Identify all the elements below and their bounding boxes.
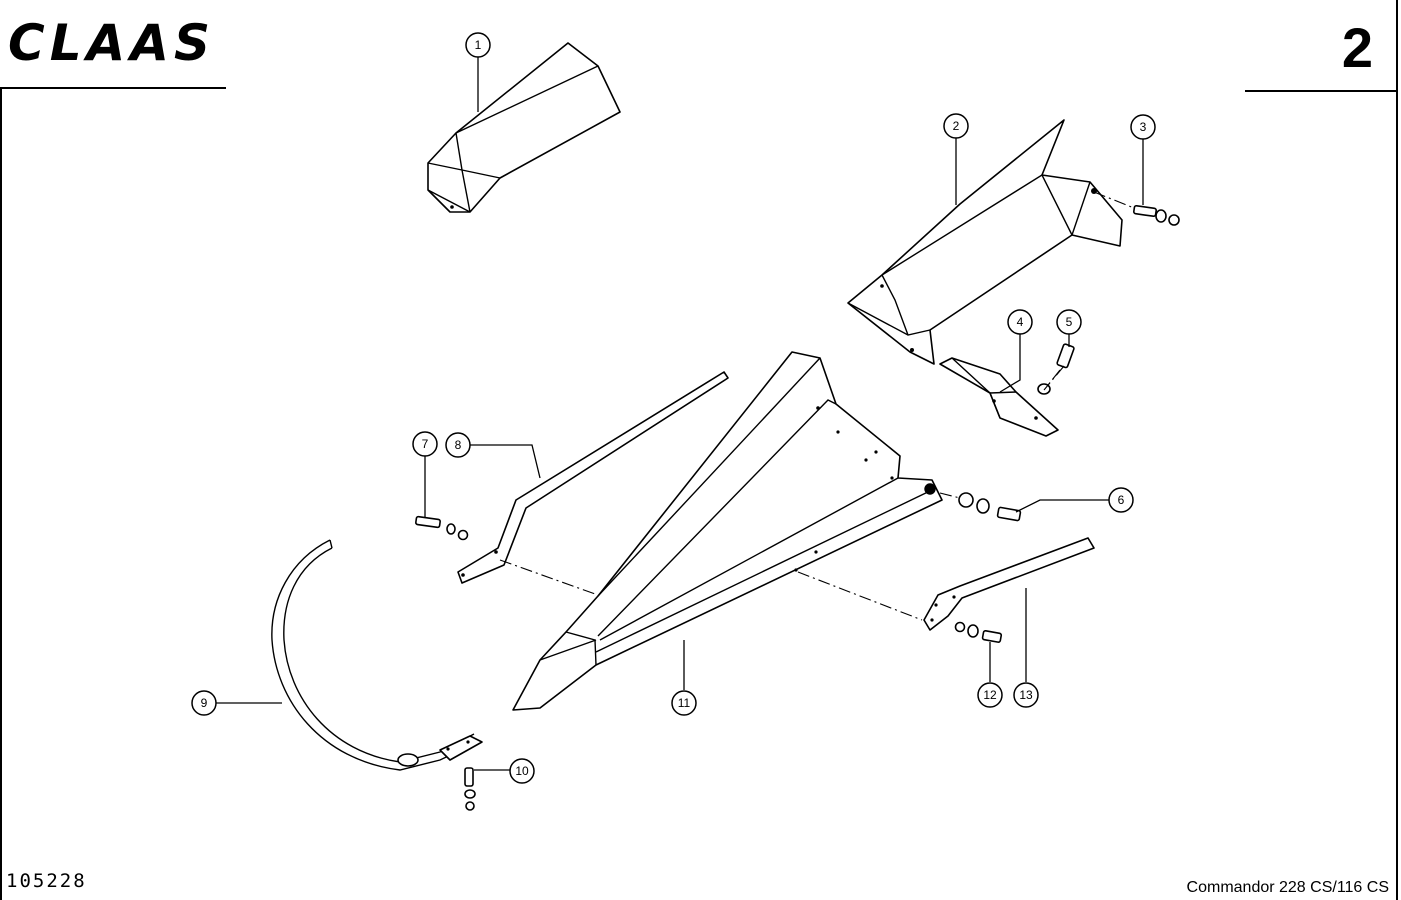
callout-8: 8 xyxy=(445,432,471,458)
part-2-shroud xyxy=(847,119,1123,365)
model-designation: Commandor 228 CS/116 CS xyxy=(1186,879,1389,896)
svg-text:10: 10 xyxy=(515,764,529,778)
part-12-bolt-set xyxy=(954,621,1003,643)
svg-text:13: 13 xyxy=(1019,688,1033,702)
part-7-bolt-set xyxy=(415,515,469,541)
drawing-number: 105228 xyxy=(6,870,87,892)
callout-1: 1 xyxy=(465,32,491,58)
callout-leaders xyxy=(216,57,1144,771)
callout-9: 9 xyxy=(191,690,217,716)
svg-text:4: 4 xyxy=(1017,315,1024,329)
callout-3: 3 xyxy=(1130,114,1156,140)
part-6-bolt-set xyxy=(939,492,1022,522)
part-13-side-rail xyxy=(923,537,1095,631)
frame-right xyxy=(1396,0,1398,900)
svg-text:7: 7 xyxy=(422,437,429,451)
callout-2: 2 xyxy=(943,113,969,139)
callout-4: 4 xyxy=(1007,309,1033,335)
part-8-rail xyxy=(457,371,729,584)
claas-logo-text: CLAAS xyxy=(8,18,215,68)
part-10-bolt-set xyxy=(464,767,476,811)
part-11-divider-body xyxy=(512,351,943,711)
claas-logo: CLAAS xyxy=(8,18,215,68)
svg-text:8: 8 xyxy=(455,438,462,452)
callout-13: 13 xyxy=(1013,682,1039,708)
part-1-hood xyxy=(427,42,621,213)
frame-left xyxy=(0,87,2,900)
part-9-curved-rod xyxy=(271,539,483,771)
svg-text:9: 9 xyxy=(201,696,208,710)
svg-text:11: 11 xyxy=(678,696,691,710)
callout-10: 10 xyxy=(509,758,535,784)
svg-text:3: 3 xyxy=(1140,120,1147,134)
part-3-bolt-set xyxy=(1093,191,1180,226)
callout-6: 6 xyxy=(1108,487,1134,513)
header-rule-right xyxy=(1245,90,1397,92)
callout-11: 11 xyxy=(671,690,697,716)
svg-text:1: 1 xyxy=(475,38,482,52)
page-number: 2 xyxy=(1341,16,1373,79)
header-rule-left xyxy=(0,87,226,89)
callout-5: 5 xyxy=(1056,309,1082,335)
callout-12: 12 xyxy=(977,682,1003,708)
part-4-bracket xyxy=(939,357,1059,437)
svg-text:2: 2 xyxy=(953,119,960,133)
svg-text:5: 5 xyxy=(1066,315,1073,329)
assembly-centerlines xyxy=(499,365,1065,621)
callout-7: 7 xyxy=(412,431,438,457)
svg-text:6: 6 xyxy=(1118,493,1125,507)
svg-text:12: 12 xyxy=(983,688,997,702)
part-5-bolt-set xyxy=(1037,343,1075,395)
